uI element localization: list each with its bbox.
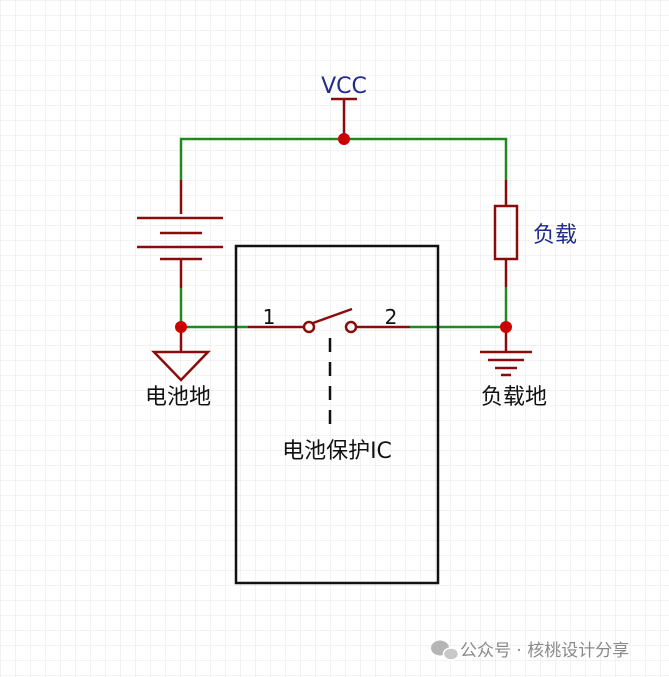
junction-load-ground <box>500 321 512 333</box>
load-label: 负载 <box>533 223 577 248</box>
vcc-label: VCC <box>321 74 367 99</box>
protection-ic-label: 电池保护IC <box>282 439 392 464</box>
vcc-symbol <box>331 97 357 139</box>
pin-1-label: 1 <box>263 305 276 329</box>
watermark-text: 公众号 · 核桃设计分享 <box>460 641 629 661</box>
battery-ground-label: 电池地 <box>145 385 211 410</box>
wechat-icon <box>431 640 460 661</box>
battery-symbol <box>137 180 223 288</box>
pin-2-label: 2 <box>385 305 398 329</box>
load-resistor <box>493 180 519 287</box>
switch-symbol <box>248 307 410 334</box>
protection-ic-box <box>234 244 440 585</box>
load-ground-label: 负载地 <box>481 385 547 410</box>
load-ground-symbol <box>480 327 532 377</box>
junction-vcc <box>338 133 350 145</box>
junction-battery-ground <box>175 321 187 333</box>
junctions <box>175 133 512 333</box>
